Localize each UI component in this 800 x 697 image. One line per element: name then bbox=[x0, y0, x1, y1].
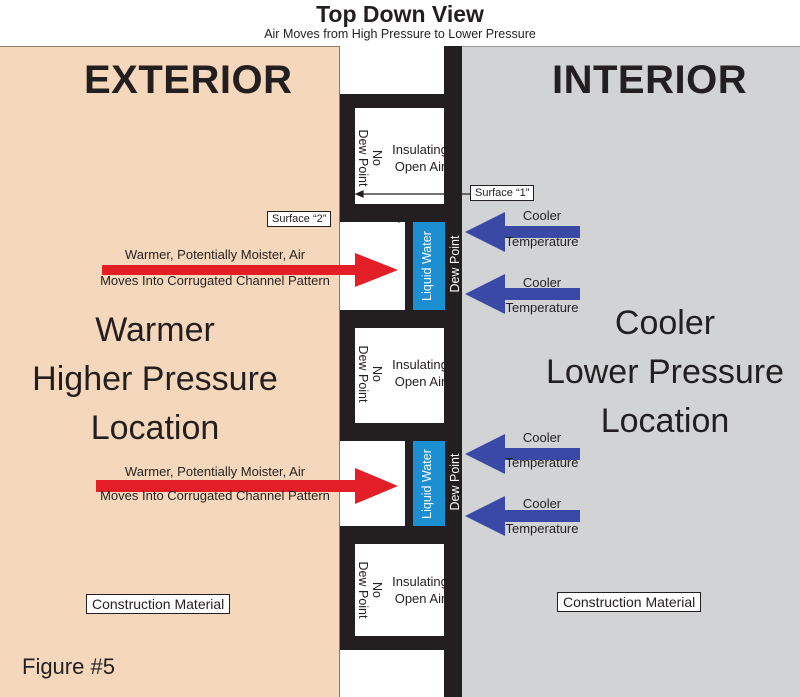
interior-location-line: Location bbox=[600, 402, 730, 440]
liquid-water-band bbox=[413, 441, 445, 526]
insulating-label-line: Open Air bbox=[394, 374, 446, 389]
channel-walls bbox=[340, 94, 460, 650]
no-dew-point-line: No bbox=[370, 150, 384, 166]
warm-air-arrows bbox=[96, 253, 398, 504]
cool-air-label-top: Cooler bbox=[522, 275, 562, 290]
exterior-location-line: Warmer bbox=[95, 311, 215, 349]
surface-pointers bbox=[354, 190, 470, 223]
warm-air-label-top: Warmer, Potentially Moister, Air bbox=[124, 464, 306, 479]
cool-air-arrow bbox=[465, 274, 580, 314]
insulating-label-line: Insulating bbox=[392, 574, 448, 589]
exterior-material-label: Construction Material bbox=[86, 594, 231, 614]
exterior-panel bbox=[0, 46, 340, 697]
insulating-label-line: Open Air bbox=[394, 591, 446, 606]
diagram-subtitle: Air Moves from High Pressure to Lower Pr… bbox=[264, 27, 536, 41]
warm-air-arrow bbox=[96, 468, 398, 504]
cool-air-arrow bbox=[465, 434, 580, 474]
dew-point-label: Dew Point bbox=[448, 235, 462, 293]
interior-heading: INTERIOR bbox=[552, 58, 748, 102]
cool-air-arrow bbox=[465, 212, 580, 252]
cool-air-label-bottom: Temperature bbox=[505, 455, 579, 470]
no-dew-point-label: No Dew Point bbox=[354, 558, 384, 622]
cool-air-label-top: Cooler bbox=[522, 496, 562, 511]
warm-air-arrow bbox=[102, 253, 398, 287]
insulating-label: Insulating Open Air bbox=[380, 356, 460, 390]
interior-panel bbox=[460, 46, 800, 697]
exterior-location-line: Higher Pressure bbox=[32, 360, 278, 398]
exterior-heading: EXTERIOR bbox=[84, 58, 293, 102]
no-dew-point-line: Dew Point bbox=[356, 561, 370, 619]
insulating-label: Insulating Open Air bbox=[380, 573, 460, 607]
liquid-water-label: Liquid Water bbox=[420, 231, 434, 301]
interior-location-text: Cooler Lower Pressure Location bbox=[530, 299, 800, 446]
interior-location-line: Lower Pressure bbox=[545, 353, 785, 391]
liquid-water-label: Liquid Water bbox=[420, 449, 434, 519]
cool-air-label-top: Cooler bbox=[522, 208, 562, 223]
figure-label: Figure #5 bbox=[22, 654, 115, 679]
warm-air-label-bottom: Moves Into Corrugated Channel Pattern bbox=[100, 273, 330, 288]
cool-air-label-top: Cooler bbox=[522, 430, 562, 445]
insulating-label-line: Insulating bbox=[392, 357, 448, 372]
interior-material-label: Construction Material bbox=[557, 592, 702, 612]
cool-air-label-bottom: Temperature bbox=[505, 521, 579, 536]
surface-1-label: Surface “1” bbox=[470, 185, 535, 201]
cool-air-arrows bbox=[465, 212, 580, 536]
exterior-location-text: Warmer Higher Pressure Location bbox=[10, 306, 300, 453]
exterior-location-line: Location bbox=[90, 409, 220, 447]
diagram-title: Top Down View bbox=[316, 1, 484, 27]
no-dew-point-line: No bbox=[370, 582, 384, 598]
no-dew-point-label: No Dew Point bbox=[354, 126, 384, 190]
cool-air-label-bottom: Temperature bbox=[505, 300, 579, 315]
liquid-water-fills bbox=[413, 222, 445, 526]
surface-2-label: Surface “2” bbox=[267, 211, 332, 227]
insulating-label-line: Open Air bbox=[394, 159, 446, 174]
dew-point-label: Dew Point bbox=[448, 453, 462, 511]
cool-air-label-bottom: Temperature bbox=[505, 234, 579, 249]
warm-air-label-bottom: Moves Into Corrugated Channel Pattern bbox=[100, 488, 330, 503]
interior-location-line: Cooler bbox=[614, 304, 716, 342]
insulating-label-line: Insulating bbox=[392, 142, 448, 157]
cool-air-arrow bbox=[465, 496, 580, 536]
warm-air-label-top: Warmer, Potentially Moister, Air bbox=[124, 247, 306, 262]
insulating-label: Insulating Open Air bbox=[380, 141, 460, 175]
liquid-water-band bbox=[413, 222, 445, 310]
no-dew-point-line: No bbox=[370, 366, 384, 382]
no-dew-point-line: Dew Point bbox=[356, 129, 370, 187]
no-dew-point-line: Dew Point bbox=[356, 345, 370, 403]
no-dew-point-label: No Dew Point bbox=[354, 342, 384, 406]
